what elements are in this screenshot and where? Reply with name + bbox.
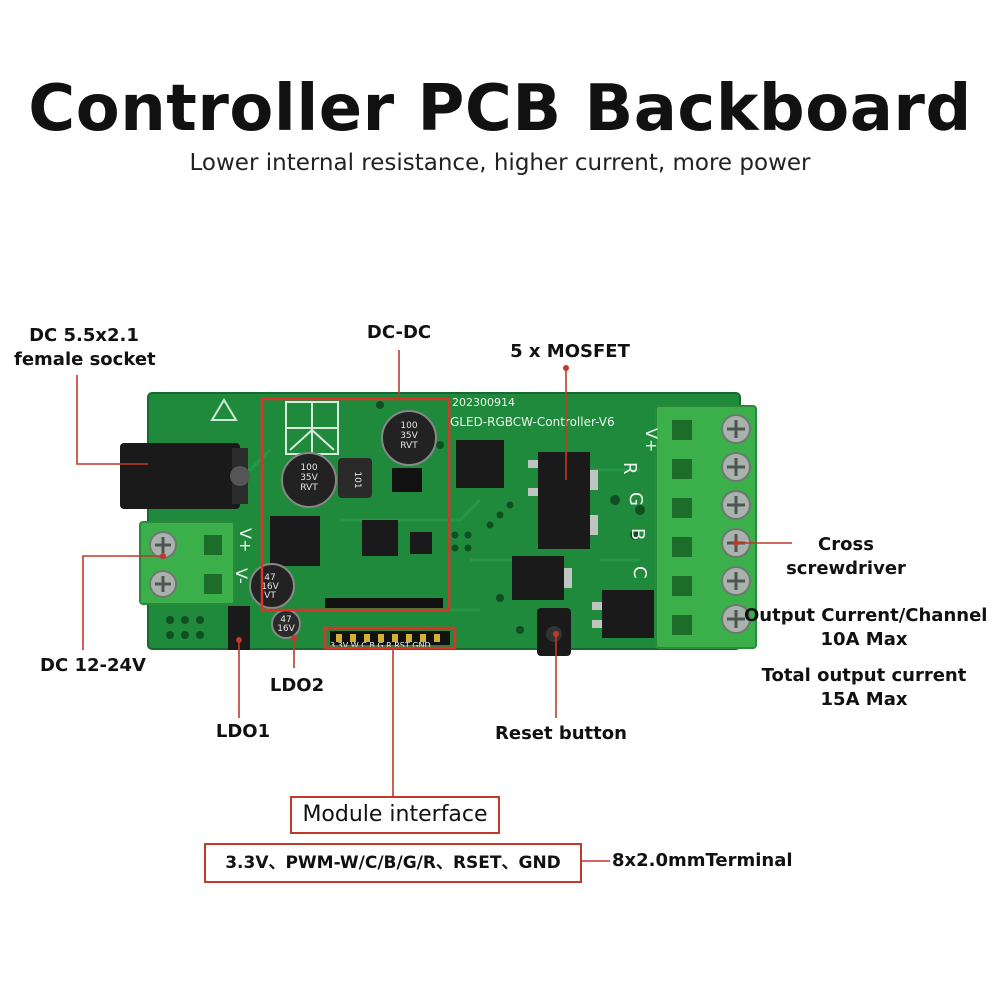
label-module-interface: Module interface xyxy=(302,802,488,827)
label-total-output-line1: Total output current xyxy=(761,665,967,686)
esd-warning-icon xyxy=(210,398,238,421)
silk-channel-3: B xyxy=(627,528,648,540)
label-cross-screwdriver: Cross screwdriver xyxy=(786,533,906,581)
label-pins-description: 3.3V、PWM-W/C/B/G/R、RSET、GND xyxy=(225,853,561,873)
cap1-voltage: 35V xyxy=(300,473,318,483)
label-cross-line2: screwdriver xyxy=(786,558,906,579)
dcdc-highlight-box xyxy=(260,397,451,612)
inductor-code: 101 xyxy=(352,471,362,488)
leader-lines xyxy=(76,350,792,862)
label-ldo1: LDO1 xyxy=(215,721,271,742)
silk-channel-0: V+ xyxy=(642,428,661,452)
mosfet-1 xyxy=(456,440,504,488)
leader-dc-socket xyxy=(76,375,148,465)
ldo2-cap-voltage: 16V xyxy=(277,624,295,634)
page-subtitle: Lower internal resistance, higher curren… xyxy=(189,150,811,176)
label-dc-dc: DC-DC xyxy=(366,322,432,343)
ldo2-cap-value: 47 xyxy=(280,615,291,625)
silk-channel-1: R xyxy=(619,462,640,475)
capacitor-100uf-2 xyxy=(381,410,437,466)
silk-channel-2: G xyxy=(625,492,646,506)
label-total-output: Total output current 15A Max xyxy=(754,664,974,712)
label-total-output-line2: 15A Max xyxy=(820,689,908,710)
cap3-value: 47 xyxy=(264,573,275,583)
ldo1-chip xyxy=(228,606,250,650)
dc-barrel-jack xyxy=(120,443,240,509)
capacitor-100uf-1 xyxy=(281,452,337,508)
mosfet-2 xyxy=(538,452,590,504)
cap3-brand: VT xyxy=(264,591,276,601)
page-title: Controller PCB Backboard xyxy=(28,72,972,146)
silk-channel-4: C xyxy=(629,566,650,579)
output-terminal-screws xyxy=(672,414,751,635)
label-reset-button: Reset button xyxy=(495,723,627,744)
silk-input-plus: V+ xyxy=(236,528,255,552)
label-cross-line1: Cross xyxy=(818,534,874,555)
cap1-value: 100 xyxy=(300,463,317,473)
label-dc-input: DC 12-24V xyxy=(40,655,146,676)
pcb-vias xyxy=(166,401,645,639)
cap2-voltage: 35V xyxy=(400,431,418,441)
header-highlight-box xyxy=(323,626,457,650)
label-dc-socket-line1: DC 5.5x2.1 xyxy=(29,325,139,346)
label-dc-socket: DC 5.5x2.1 female socket xyxy=(14,324,156,372)
label-ldo2: LDO2 xyxy=(269,675,325,696)
label-output-channel: Output Current/Channel 10A Max xyxy=(744,604,988,652)
mosfet-array xyxy=(456,440,654,638)
dcdc-chip xyxy=(270,516,320,566)
pins-description-box: 3.3V、PWM-W/C/B/G/R、RSET、GND xyxy=(204,843,582,883)
label-output-channel-line2: 10A Max xyxy=(820,629,908,650)
mosfet-4 xyxy=(512,556,564,600)
leader-dots xyxy=(160,365,739,643)
silk-input-minus: V- xyxy=(232,568,251,584)
label-dc-socket-line2: female socket xyxy=(14,349,156,370)
cap2-value: 100 xyxy=(400,421,417,431)
mosfet-5 xyxy=(602,590,654,638)
label-mosfet: 5 x MOSFET xyxy=(510,341,630,362)
cap2-brand: RVT xyxy=(400,441,418,451)
board-date-code: 202300914 xyxy=(452,396,515,409)
cap1-brand: RVT xyxy=(300,483,318,493)
cap3-voltage: 16V xyxy=(261,582,279,592)
label-output-channel-line1: Output Current/Channel xyxy=(744,605,988,626)
mosfet-3 xyxy=(538,503,590,549)
inductor xyxy=(338,458,372,498)
silk-header-pins: 3.3V W C B G R RST GND xyxy=(330,641,431,650)
board-model: GLED-RGBCW-Controller-V6 xyxy=(450,415,615,429)
leader-dc-input xyxy=(82,555,163,650)
label-terminal-spec: 8x2.0mmTerminal xyxy=(612,850,793,871)
module-interface-box: Module interface xyxy=(290,796,500,834)
